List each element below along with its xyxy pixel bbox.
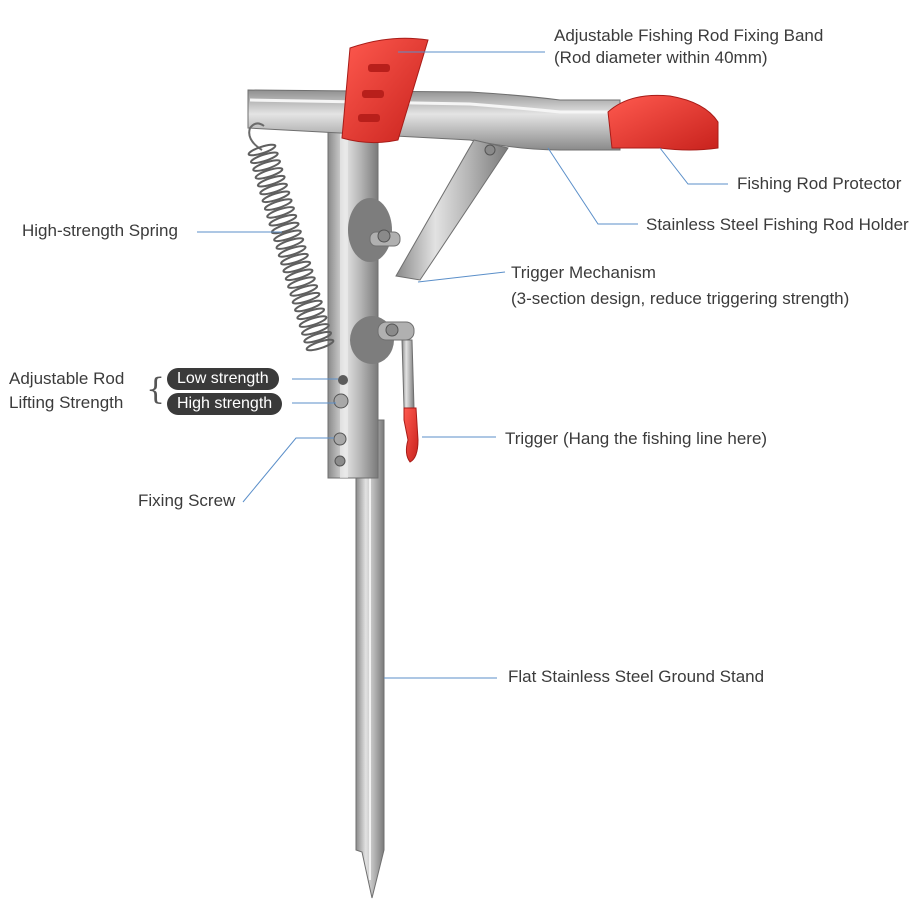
spring-coil (247, 143, 277, 157)
spring-coil (298, 315, 328, 328)
spring-coil (252, 159, 281, 172)
spring-coil (284, 268, 314, 282)
spring-coil (287, 276, 316, 289)
fixing-band-label-line1: Adjustable Fishing Rod Fixing Band (554, 26, 824, 45)
lifting-strength-label-line1: Adjustable Rod (9, 369, 125, 388)
spring-coil (289, 284, 319, 297)
spring-coil (268, 213, 298, 227)
spring-label: High-strength Spring (22, 221, 178, 240)
spring-coil (254, 167, 284, 180)
rod-protector (607, 94, 719, 151)
spring-coil (266, 206, 295, 219)
spring-coil (273, 229, 302, 243)
spring-coil (296, 307, 326, 321)
trigger-mechanism-label-line1: Trigger Mechanism (511, 263, 656, 282)
ground-stand (355, 419, 385, 899)
low-strength-badge: Low strength (167, 368, 279, 390)
spring-coil (249, 151, 279, 165)
spring-coil (261, 190, 291, 204)
fixing-band-label: Adjustable Fishing Rod Fixing Band (Rod … (554, 25, 823, 69)
lifting-strength-label-line2: Lifting Strength (9, 393, 124, 412)
rod-holder-arm (247, 89, 621, 151)
high-strength-spring (247, 122, 335, 352)
spring-hook (248, 122, 265, 151)
spring-coil (259, 182, 288, 196)
rod-holder-label: Stainless Steel Fishing Rod Holder (646, 215, 909, 234)
spring-coil (301, 323, 330, 336)
trigger-hook (401, 339, 419, 463)
spring-coil (305, 338, 335, 352)
trigger-linkage (369, 139, 509, 341)
fixing-band-label-line2: (Rod diameter within 40mm) (554, 48, 768, 67)
spring-coil (282, 260, 312, 274)
trigger-mechanism-label-line2: (3-section design, reduce triggering str… (511, 289, 850, 308)
spring-coil (275, 237, 305, 250)
fixing-screw-label: Fixing Screw (138, 491, 236, 510)
vertical-body (327, 127, 394, 479)
spring-coil (303, 330, 333, 344)
spring-coil (277, 245, 307, 258)
ground-stand-label: Flat Stainless Steel Ground Stand (508, 667, 765, 686)
leader-rod-holder (547, 147, 638, 225)
spring-coil (256, 174, 286, 188)
high-strength-badge: High strength (167, 393, 283, 415)
spring-coil (294, 299, 323, 313)
leader-fixing-screw (242, 437, 334, 503)
strength-brace: { (146, 372, 166, 407)
spring-coil (291, 291, 321, 305)
rod-protector-label: Fishing Rod Protector (737, 174, 902, 193)
adjustment-screws (333, 375, 349, 467)
leader-rod-protector (659, 147, 728, 185)
leader-trigger-mechanism (417, 271, 506, 283)
trigger-label: Trigger (Hang the fishing line here) (505, 429, 768, 448)
leader-lines (197, 51, 728, 679)
lifting-strength-label: Adjustable Rod Lifting Strength (9, 368, 124, 414)
spring-coil (263, 198, 293, 211)
fixing-band (341, 37, 429, 144)
trigger-mechanism-label: Trigger Mechanism (3-section design, red… (511, 262, 849, 310)
spring-coil (280, 252, 309, 266)
